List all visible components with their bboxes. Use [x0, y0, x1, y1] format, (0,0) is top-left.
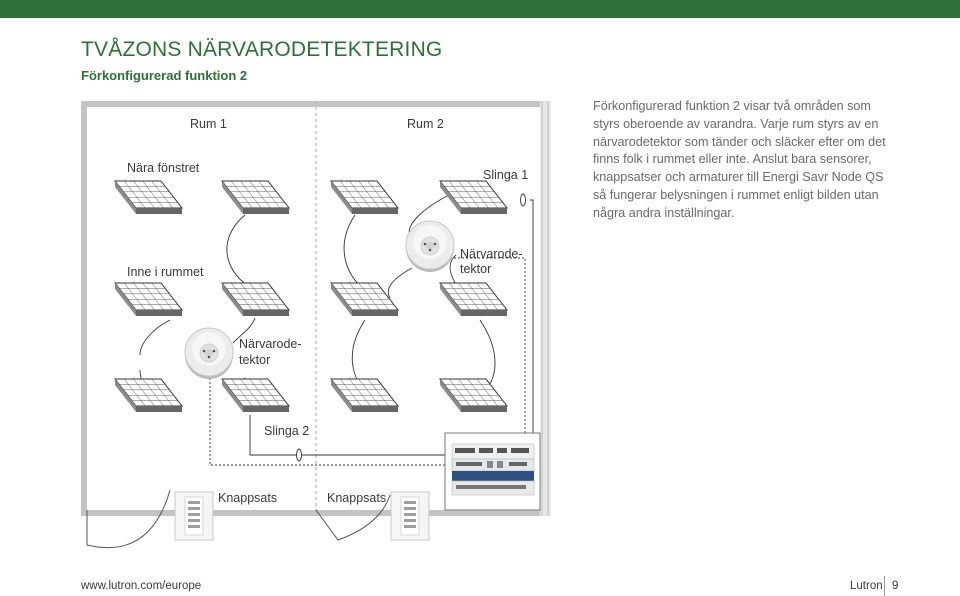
door-room1: [86, 489, 171, 549]
keypad1-label: Knappsats: [218, 491, 277, 505]
keypad2-label: Knappsats: [327, 491, 386, 505]
detector-label-line1: Närvarode-: [239, 337, 302, 351]
keypad-icon: [174, 491, 214, 541]
sensor-wiring: [209, 257, 540, 476]
door-room2: [315, 494, 391, 541]
page-title: TVÅZONS NÄRVARODETEKTERING: [81, 38, 443, 61]
occupancy-sensor-icon: [184, 327, 234, 380]
inside-room-label: Inne i rummet: [127, 265, 204, 279]
room1-label: Rum 1: [190, 117, 227, 131]
occupancy-sensor-icon: [405, 220, 455, 273]
top-accent-bar: [0, 0, 960, 18]
near-window-label: Nära fönstret: [127, 161, 200, 175]
window-wall: [540, 101, 551, 516]
description-paragraph: Förkonfigurerad funktion 2 visar två omr…: [593, 99, 886, 220]
room2-label: Rum 2: [407, 117, 444, 131]
detector-label-line1: Närvarode-: [460, 247, 523, 261]
page-number: 9: [892, 580, 899, 592]
keypad-icon: [390, 491, 430, 541]
loop2-label: Slinga 2: [264, 424, 309, 438]
footer-url: www.lutron.com/europe: [81, 580, 202, 592]
detector-label-line2: tektor: [460, 262, 491, 276]
footer-divider: [884, 576, 885, 596]
page-subtitle: Förkonfigurerad funktion 2: [81, 68, 248, 83]
energi-savr-node-icon: [444, 432, 541, 511]
loop1-label: Slinga 1: [483, 168, 528, 182]
footer-brand: Lutron: [850, 580, 883, 592]
loop2-marker: [296, 448, 302, 462]
loop1-marker: [520, 193, 526, 207]
detector-label-line2: tektor: [239, 353, 270, 367]
